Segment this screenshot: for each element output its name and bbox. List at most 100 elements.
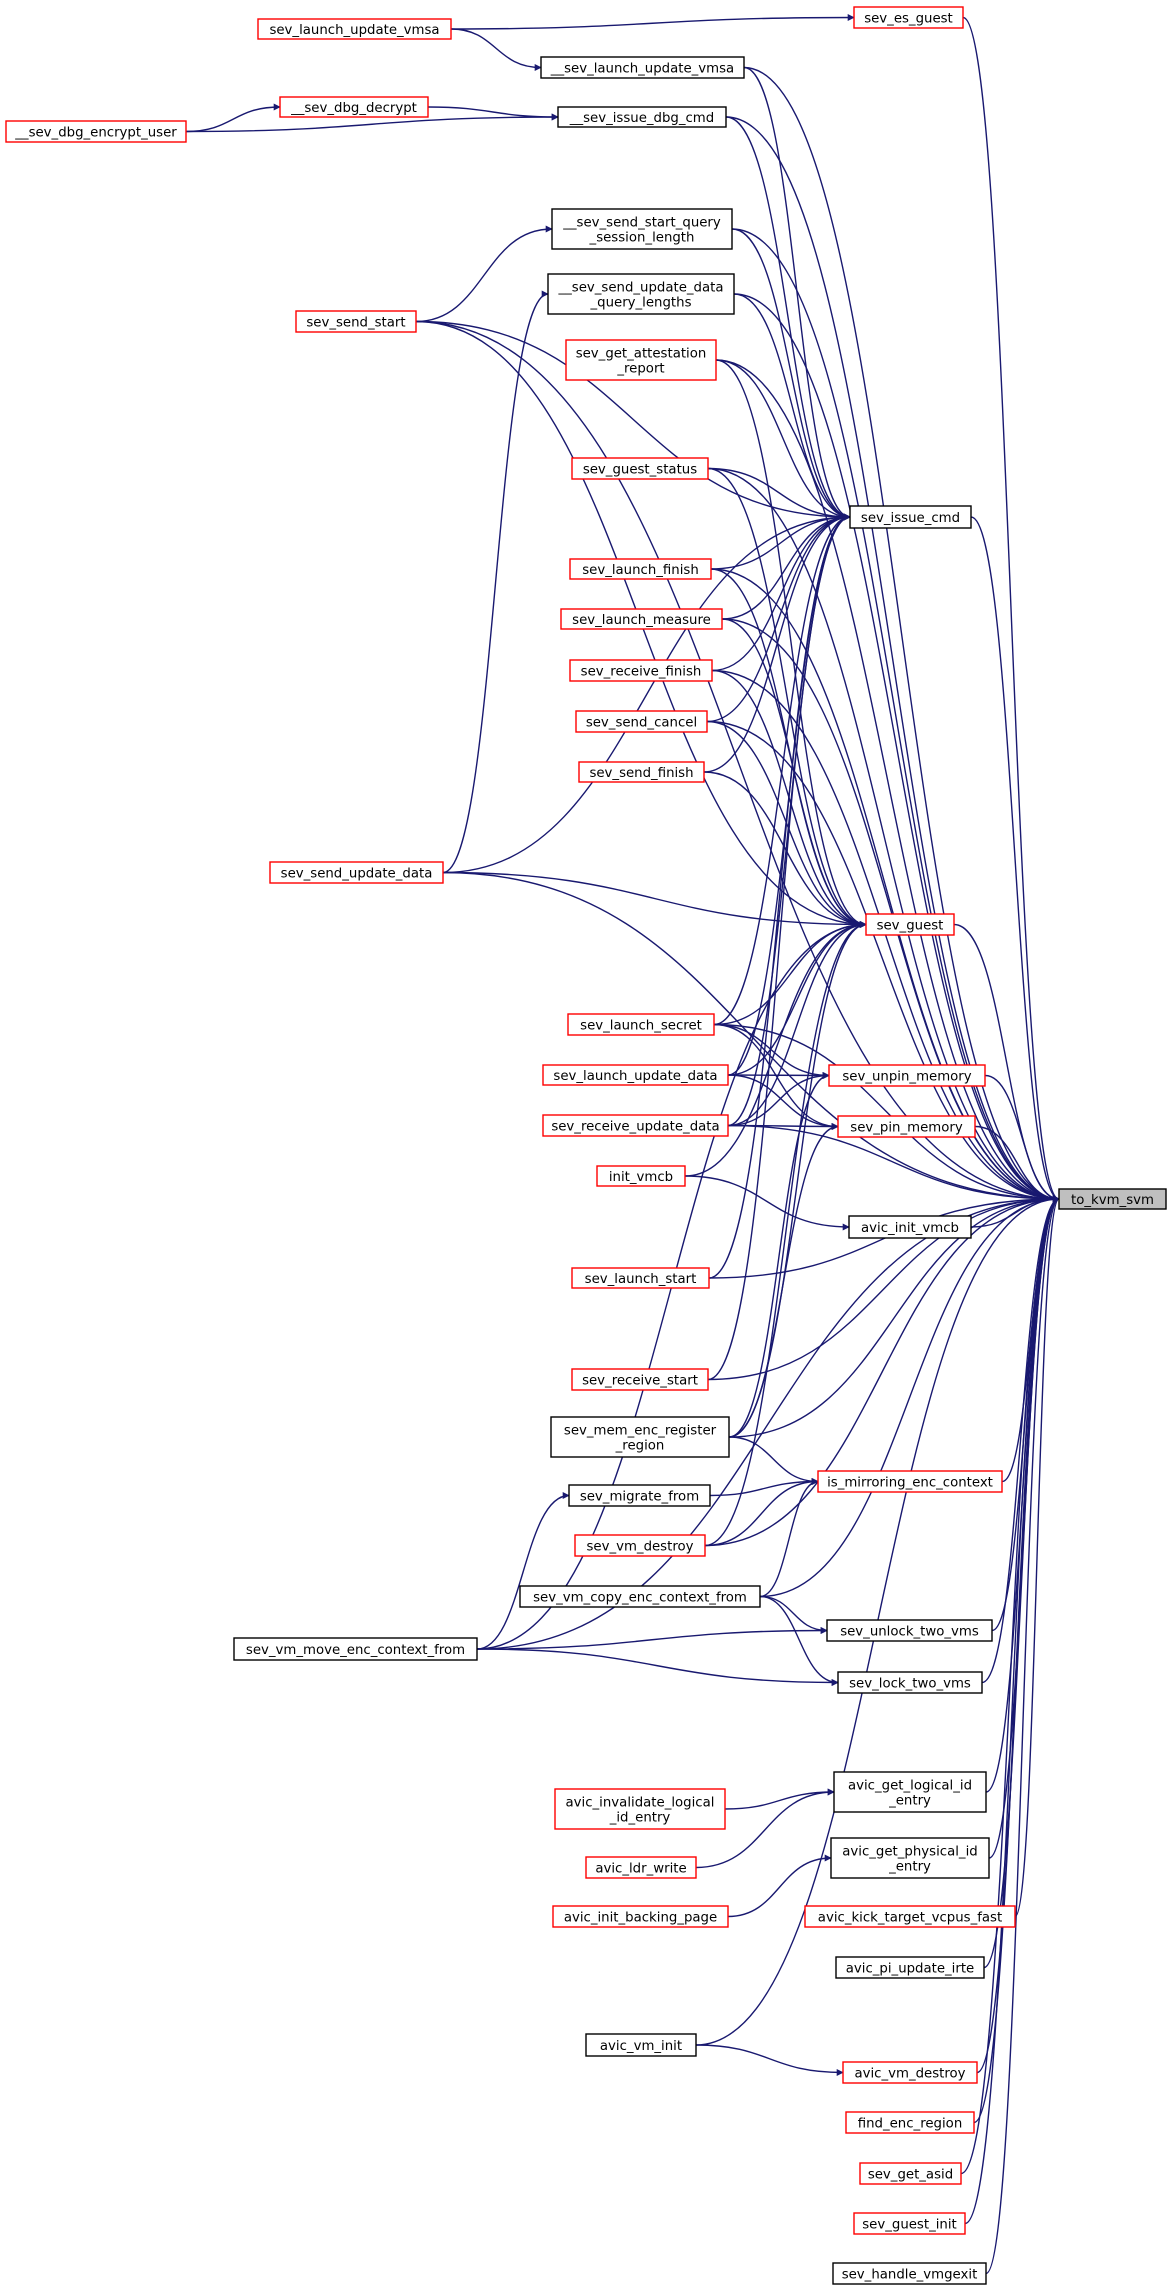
node-sev-vm-move-enc-context-from[interactable]: sev_vm_move_enc_context_from — [233, 1637, 478, 1661]
node-sev-get-asid[interactable]: sev_get_asid — [859, 2162, 962, 2185]
node-sev-get-attestation-report[interactable]: sev_get_attestation_report — [565, 339, 717, 381]
node-box — [279, 96, 429, 118]
node-box — [550, 1416, 730, 1458]
edge-init-vmcb-to-sev-guest — [684, 921, 867, 1177]
node-box — [565, 339, 717, 381]
node-sev-launch-start[interactable]: sev_launch_start — [571, 1267, 710, 1289]
node-box — [542, 1114, 729, 1137]
node-sev-send-update-data-query-lengths[interactable]: __sev_send_update_data_query_lengths — [547, 273, 735, 315]
node-sev-vm-copy-enc-context-from[interactable]: sev_vm_copy_enc_context_from — [519, 1585, 761, 1608]
node-sev-unlock-two-vms[interactable]: sev_unlock_two_vms — [826, 1619, 993, 1642]
node-sev-pin-memory[interactable]: sev_pin_memory — [837, 1115, 976, 1138]
node-sev-launch-finish[interactable]: sev_launch_finish — [569, 558, 712, 580]
node-sev-unpin-memory[interactable]: sev_unpin_memory — [828, 1064, 986, 1087]
node-box — [859, 2162, 962, 2185]
node-avic-invalidate-logical-id-entry[interactable]: avic_invalidate_logical_id_entry — [554, 1788, 726, 1830]
node-label: _query_lengths — [590, 296, 692, 311]
node-box — [842, 2061, 978, 2084]
node-sev-launch-update-vmsa[interactable]: __sev_launch_update_vmsa — [540, 56, 745, 79]
node-box — [596, 1165, 686, 1187]
node-avic-init-backing-page[interactable]: avic_init_backing_page — [552, 1905, 729, 1928]
node-label: sev_send_cancel — [586, 716, 697, 731]
edge-sev-send-finish-to-sev-guest — [703, 771, 867, 928]
node-label: __sev_dbg_encrypt_user — [14, 126, 177, 141]
node-label: sev_get_attestation — [576, 347, 707, 362]
node-avic-kick-target-vcpus-fast[interactable]: avic_kick_target_vcpus_fast — [804, 1905, 1016, 1928]
node-sev-launch-secret[interactable]: sev_launch_secret — [567, 1013, 715, 1036]
node-label: is_mirroring_enc_context — [827, 1476, 993, 1491]
node-box — [233, 1637, 478, 1661]
node-box — [865, 913, 955, 936]
edge-sev-receive-start-to-sev-issue-cmd — [707, 513, 851, 1381]
node-avic-get-logical-id-entry[interactable]: avic_get_logical_id_entry — [833, 1771, 987, 1813]
node-avic-vm-init[interactable]: avic_vm_init — [585, 2033, 697, 2057]
node-sev-send-cancel[interactable]: sev_send_cancel — [575, 710, 708, 733]
node-avic-pi-update-irte[interactable]: avic_pi_update_irte — [835, 1956, 985, 1979]
node-sev-receive-start[interactable]: sev_receive_start — [571, 1368, 709, 1391]
edge-sev-receive-finish-to-sev-guest — [711, 669, 867, 928]
node-sev-guest-init[interactable]: sev_guest_init — [853, 2212, 966, 2235]
edge-sev-vm-destroy-to-sev-guest — [704, 921, 867, 1547]
node-is-mirroring-enc-context[interactable]: is_mirroring_enc_context — [817, 1470, 1003, 1493]
node-box — [5, 120, 187, 143]
node-box — [837, 1671, 983, 1694]
node-sev-handle-vmgexit[interactable]: sev_handle_vmgexit — [832, 2262, 987, 2285]
edge-sev-launch-update-data-to-sev-guest — [727, 921, 867, 1076]
node-sev-receive-finish[interactable]: sev_receive_finish — [569, 659, 713, 682]
node-label: _report — [616, 362, 664, 377]
node-sev-issue-dbg-cmd[interactable]: __sev_issue_dbg_cmd — [557, 106, 727, 128]
node-sev-es-guest[interactable]: sev_es_guest — [853, 6, 964, 29]
node-avic-vm-destroy[interactable]: avic_vm_destroy — [842, 2061, 978, 2084]
node-avic-init-vmcb[interactable]: avic_init_vmcb — [848, 1215, 972, 1239]
node-box — [269, 861, 444, 884]
node-label: __sev_issue_dbg_cmd — [569, 111, 714, 126]
edge-sev-mem-enc-register-region-to-sev-unpin-memory — [728, 1072, 830, 1438]
edge-sev-lock-two-vms-to-to-kvm-svm — [981, 1195, 1060, 1684]
node-sev-receive-update-data[interactable]: sev_receive_update_data — [542, 1114, 729, 1137]
node-sev-vm-destroy[interactable]: sev_vm_destroy — [574, 1534, 706, 1557]
node-sev-guest-status[interactable]: sev_guest_status — [571, 457, 709, 480]
node-sev-dbg-encrypt-user[interactable]: __sev_dbg_encrypt_user — [5, 120, 187, 143]
node-sev-guest[interactable]: sev_guest — [865, 913, 955, 936]
edge-sev-launch-secret-to-sev-pin-memory — [713, 1023, 839, 1130]
node-sev-launch-update-data[interactable]: sev_launch_update_data — [542, 1064, 729, 1086]
edge-sev-vm-destroy-to-is-mirroring-enc-context — [704, 1478, 819, 1547]
node-box — [569, 659, 713, 682]
node-box — [578, 761, 705, 783]
edge-sev-send-cancel-to-sev-issue-cmd — [706, 513, 851, 723]
node-sev-send-start-query-session-length[interactable]: __sev_send_start_query_session_length — [551, 208, 733, 250]
node-sev-send-start[interactable]: sev_send_start — [295, 310, 417, 333]
node-init-vmcb[interactable]: init_vmcb — [596, 1165, 686, 1187]
edge-sev-mem-enc-register-region-to-is-mirroring-enc-context — [728, 1436, 819, 1485]
node-box — [837, 1115, 976, 1138]
nodes-layer: to_kvm_svm sev_launch_update_vmsa sev_es_g… — [5, 6, 1167, 2285]
node-sev-send-finish[interactable]: sev_send_finish — [578, 761, 705, 783]
node-label: sev_lock_two_vms — [849, 1677, 971, 1692]
node-avic-get-physical-id-entry[interactable]: avic_get_physical_id_entry — [830, 1837, 990, 1879]
node-sev-migrate-from[interactable]: sev_migrate_from — [568, 1484, 711, 1507]
node-find-enc-region[interactable]: find_enc_region — [845, 2111, 975, 2134]
node-sev-send-update-data[interactable]: sev_send_update_data — [269, 861, 444, 884]
edge-sev-dbg-encrypt-user-to-sev-dbg-decrypt — [185, 103, 281, 133]
edge-sev-receive-update-data-to-sev-guest — [727, 921, 867, 1127]
node-sev-mem-enc-register-region[interactable]: sev_mem_enc_register_region — [550, 1416, 730, 1458]
edge-sev-send-update-data-to-sev-send-update-data-query-lengths — [442, 290, 549, 874]
edge-avic-pi-update-irte-to-to-kvm-svm — [983, 1195, 1060, 1969]
edge-sev-vm-move-enc-context-from-to-sev-lock-two-vms — [476, 1648, 839, 1686]
edge-sev-send-finish-to-sev-issue-cmd — [703, 513, 851, 773]
node-label: sev_send_finish — [589, 766, 693, 781]
node-sev-launch-measure[interactable]: sev_launch_measure — [560, 608, 723, 630]
edge-sev-launch-secret-to-sev-unpin-memory — [713, 1023, 830, 1079]
node-sev-lock-two-vms[interactable]: sev_lock_two_vms — [837, 1671, 983, 1694]
node-sev-dbg-decrypt[interactable]: __sev_dbg_decrypt — [279, 96, 429, 118]
node-to-kvm-svm[interactable]: to_kvm_svm — [1058, 1188, 1167, 1210]
edge-sev-mem-enc-register-region-to-sev-pin-memory — [728, 1123, 839, 1438]
edge-sev-get-attestation-report-to-to-kvm-svm — [715, 359, 1060, 1203]
node-box — [547, 273, 735, 315]
edge-sev-launch-measure-to-sev-issue-cmd — [721, 513, 851, 620]
edge-sev-send-cancel-to-sev-guest — [706, 720, 867, 928]
node-avic-ldr-write[interactable]: avic_ldr_write — [585, 1856, 697, 1879]
node-box — [804, 1905, 1016, 1928]
node-sev-launch-update-vmsa[interactable]: sev_launch_update_vmsa — [257, 18, 452, 40]
node-sev-issue-cmd[interactable]: sev_issue_cmd — [849, 505, 972, 529]
